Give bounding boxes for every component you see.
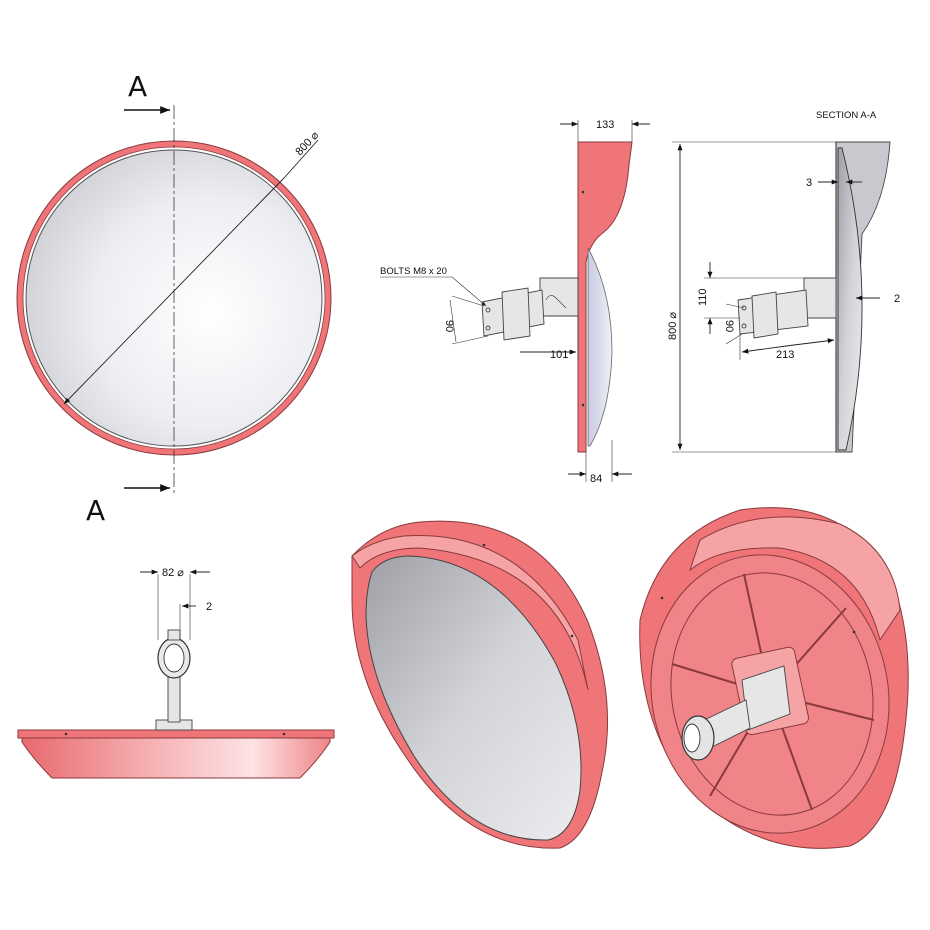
section-clamp	[751, 291, 779, 339]
section-dim110-label: 110	[697, 288, 709, 306]
side-bracket-plate	[539, 277, 579, 317]
side-dim101-label: 101	[550, 349, 568, 361]
side-bolts-label: BOLTS M8 x 20	[380, 266, 447, 277]
iso-back-view	[639, 507, 909, 849]
side-mirror-glass	[587, 247, 613, 447]
section-dim90-ext-2	[725, 333, 743, 345]
side-dim90-ext-1	[451, 295, 485, 307]
section-dim3-label: 3	[806, 177, 812, 189]
side-depth-top-label: 133	[596, 119, 614, 131]
side-bolt-1	[485, 307, 491, 313]
top-rivet-2	[282, 732, 286, 736]
section-mark-top: A	[128, 70, 147, 103]
side-bolt-2	[485, 325, 491, 331]
iso-front-mirror	[365, 555, 582, 841]
iso-back-rivet-2	[660, 596, 664, 600]
top-clamp-bolt	[167, 629, 181, 641]
section-dim90-ext	[725, 303, 745, 309]
iso-front-rivet-2	[570, 634, 574, 638]
section-title: SECTION A-A	[816, 110, 877, 121]
iso-back-inner-ring	[670, 572, 874, 816]
top-dia-label: 82 ⌀	[162, 567, 184, 579]
section-dim213-dim-2	[785, 338, 835, 347]
section-bracket-plate	[803, 277, 837, 319]
front-view: 800 ⌀ A A	[16, 70, 332, 527]
top-rim	[17, 729, 335, 739]
side-dim90-ext-2	[451, 335, 489, 345]
side-slot	[545, 295, 567, 309]
side-dim90-label: 90	[443, 320, 455, 332]
side-bolts-leader	[451, 276, 487, 307]
iso-front-view	[351, 520, 609, 849]
top-rivet-1	[64, 732, 68, 736]
iso-back-pipe-end	[683, 723, 701, 753]
iso-back-rim-top	[688, 516, 901, 642]
section-dim213-label: 213	[776, 349, 794, 361]
side-view: 133 BOLTS M8 x 20 90 101 84	[380, 119, 650, 485]
section-view: SECTION A-A 800 ⌀ 3 2 110 90	[667, 110, 900, 453]
top-bowl	[21, 729, 331, 779]
side-depth-bottom-label: 84	[590, 473, 602, 485]
side-dim90-dim	[449, 299, 457, 343]
side-rivet-2	[581, 403, 585, 407]
top-view: 82 ⌀ 2	[17, 567, 335, 779]
iso-front-hood-edge	[351, 534, 589, 691]
section-height-label: 800 ⌀	[667, 312, 679, 340]
front-diameter-leader	[283, 139, 319, 179]
section-dim90-label: 90	[723, 320, 735, 332]
section-mark-bottom: A	[86, 494, 105, 527]
section-dim213-dim	[741, 345, 787, 354]
top-pipe-inner	[163, 643, 185, 673]
side-housing-shell	[577, 141, 633, 453]
section-bolt-2	[741, 323, 747, 329]
front-diameter-line	[63, 177, 285, 405]
section-dim2-label: 2	[894, 293, 900, 305]
top-post	[167, 675, 181, 723]
front-diameter-label: 800 ⌀	[293, 129, 321, 158]
side-rivet-1	[581, 190, 585, 194]
side-clamp	[501, 287, 531, 341]
iso-front-rivet-1	[482, 543, 486, 547]
top-dim2-label: 2	[206, 601, 212, 613]
iso-back-rivet-1	[852, 630, 856, 634]
section-mirror-glass	[837, 147, 863, 451]
